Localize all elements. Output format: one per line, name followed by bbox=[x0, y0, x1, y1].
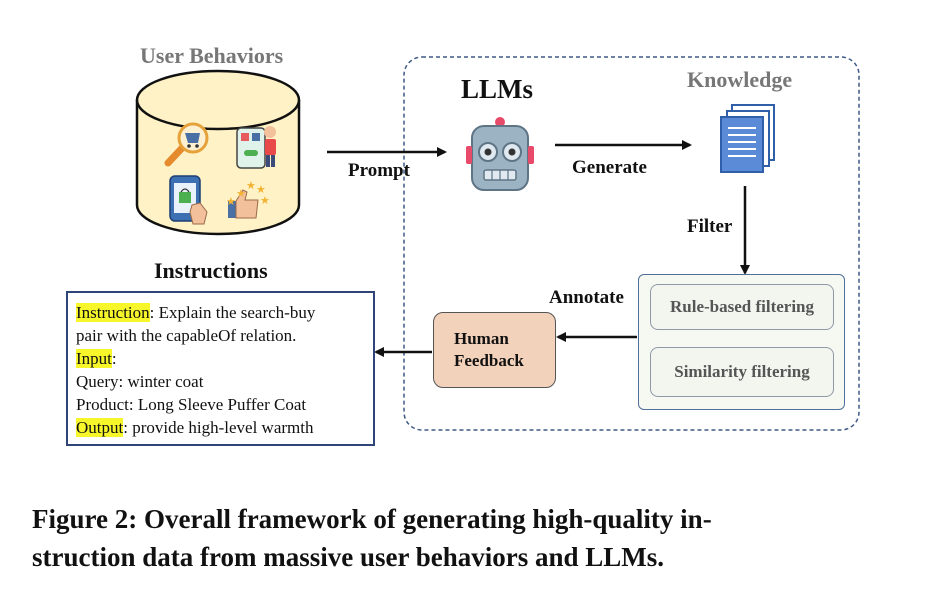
filter-label: Filter bbox=[687, 216, 733, 237]
documents-stack-icon bbox=[720, 104, 775, 173]
thumbs-up-stars-icon: ★ ★ ★ ★ ★ bbox=[226, 180, 270, 219]
similarity-filtering-box: Similarity filtering bbox=[650, 347, 834, 397]
annotate-label: Annotate bbox=[549, 287, 624, 308]
query-line: Query: winter coat bbox=[76, 372, 204, 391]
robot-icon bbox=[466, 117, 534, 191]
user-behaviors-label: User Behaviors bbox=[140, 43, 284, 68]
human-feedback-line1: Human bbox=[454, 329, 509, 348]
output-text: : provide high-level warmth bbox=[123, 418, 314, 437]
shopping-cart-search-icon bbox=[164, 122, 209, 167]
svg-text:★: ★ bbox=[236, 188, 246, 200]
phone-bag-icon bbox=[169, 175, 208, 225]
prompt-label: Prompt bbox=[348, 160, 410, 181]
input-line: Input: bbox=[76, 347, 373, 370]
svg-text:★: ★ bbox=[256, 184, 266, 196]
output-key: Output bbox=[76, 418, 124, 437]
svg-text:★: ★ bbox=[226, 196, 236, 208]
instructions-label: Instructions bbox=[154, 258, 268, 283]
instruction-line: Instruction: Explain the search-buy bbox=[76, 301, 373, 324]
input-colon: : bbox=[111, 349, 117, 368]
svg-text:★: ★ bbox=[260, 195, 270, 207]
instruction-line-2: pair with the capableOf relation. bbox=[76, 326, 297, 345]
svg-text:★: ★ bbox=[246, 180, 256, 192]
instruction-key: Instruction bbox=[76, 303, 150, 322]
knowledge-label: Knowledge bbox=[687, 67, 793, 92]
human-feedback-box: Human Feedback bbox=[433, 312, 556, 388]
output-line: Output: provide high-level warmth bbox=[76, 416, 373, 439]
figure-caption: Figure 2: Overall framework of generatin… bbox=[32, 500, 902, 576]
product-line: Product: Long Sleeve Puffer Coat bbox=[76, 395, 307, 414]
instruction-text: : Explain the search-buy bbox=[149, 303, 316, 322]
caption-line-2: struction data from massive user behavio… bbox=[32, 542, 665, 572]
caption-line-1: Figure 2: Overall framework of generatin… bbox=[32, 504, 712, 534]
llms-label: LLMs bbox=[461, 74, 534, 104]
input-key: Input bbox=[76, 349, 112, 368]
generate-label: Generate bbox=[572, 157, 647, 178]
rule-based-filtering-box: Rule-based filtering bbox=[650, 284, 834, 330]
instruction-box: Instruction: Explain the search-buy pair… bbox=[66, 291, 375, 446]
mobile-shopping-icon bbox=[236, 126, 276, 169]
human-feedback-line2: Feedback bbox=[454, 351, 524, 370]
